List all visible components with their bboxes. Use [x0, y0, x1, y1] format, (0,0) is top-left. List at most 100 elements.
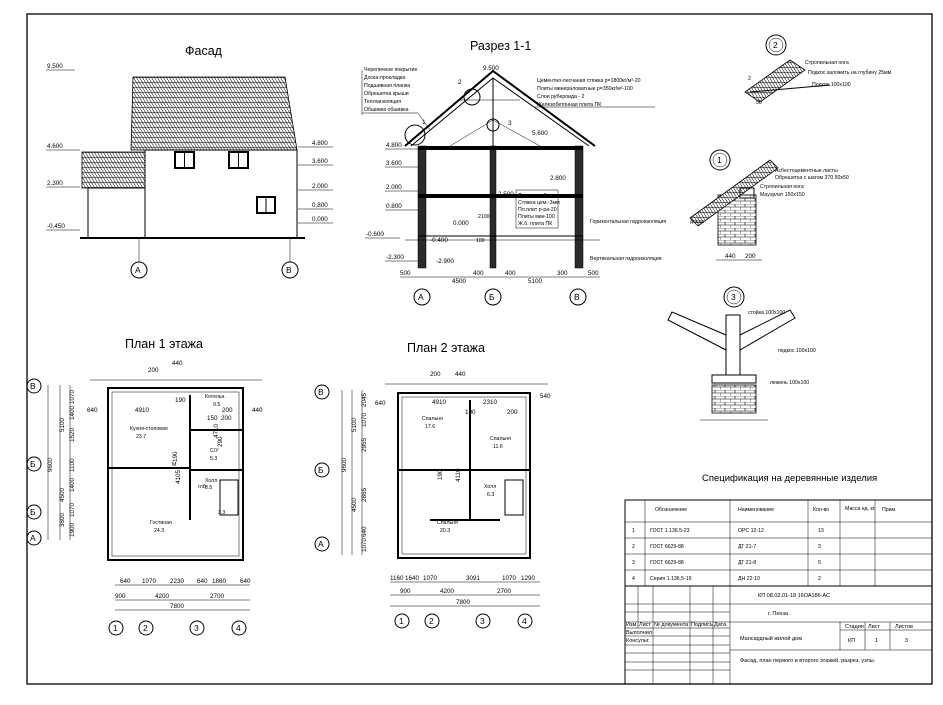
axis-label: Б — [489, 292, 495, 302]
svg-text:11.6: 11.6 — [493, 444, 503, 450]
dimension-label: 400 — [505, 270, 516, 277]
spec-row: 1 ГОСТ 1.136.5-23 ОРС 12-12 13 — [632, 528, 824, 534]
axis-marker — [138, 620, 154, 636]
dimension-label: 4500 — [452, 278, 467, 285]
axis-marker — [569, 288, 587, 306]
level-mark: 4.800 — [386, 142, 402, 149]
facade-wall — [144, 149, 298, 239]
svg-text:Железобетонная плита ПК: Железобетонная плита ПК — [537, 102, 601, 108]
svg-text:Холл: Холл — [484, 484, 496, 490]
svg-text:А: А — [318, 539, 324, 549]
svg-text:640: 640 — [361, 526, 368, 537]
stamp-city: г. Пенза — [768, 611, 789, 617]
svg-text:23.7: 23.7 — [136, 434, 146, 440]
svg-text:440: 440 — [252, 407, 263, 414]
svg-text:1: 1 — [717, 155, 722, 165]
svg-text:Гостиная: Гостиная — [150, 520, 172, 526]
svg-text:Листов: Листов — [895, 624, 913, 630]
svg-text:640: 640 — [197, 578, 208, 585]
axis-marker — [394, 613, 410, 629]
svg-text:Б: Б — [30, 459, 36, 469]
svg-text:Кухня-столовая: Кухня-столовая — [130, 426, 168, 432]
dimension-label: 300 — [557, 270, 568, 277]
svg-text:Б: Б — [318, 465, 324, 475]
axis-label: В — [286, 265, 292, 275]
svg-text:Прим.: Прим. — [882, 507, 897, 513]
svg-text:1860: 1860 — [212, 578, 227, 585]
svg-text:640: 640 — [87, 407, 98, 414]
svg-text:ГОСТ 1.136.5-23: ГОСТ 1.136.5-23 — [650, 528, 690, 534]
svg-text:2045: 2045 — [361, 392, 368, 407]
svg-text:1: 1 — [113, 623, 118, 633]
section-notes-right: Цементно-песчаная стяжка р=1800кг/м³-20 … — [535, 78, 655, 108]
svg-text:ДГ 21-8: ДГ 21-8 — [738, 560, 756, 566]
facade-title: Фасад — [185, 44, 223, 58]
svg-text:3: 3 — [905, 638, 908, 644]
svg-text:Стадия: Стадия — [845, 624, 864, 630]
svg-text:2: 2 — [632, 544, 635, 550]
svg-text:4500: 4500 — [351, 497, 358, 512]
svg-text:4: 4 — [236, 623, 241, 633]
svg-text:200: 200 — [148, 367, 159, 374]
svg-text:доска: доска — [690, 219, 704, 225]
plan-1-drawing: План 1 этажа Котельн. 9.5 Кухня-столовая… — [26, 337, 263, 636]
svg-text:2230: 2230 — [170, 578, 185, 585]
svg-text:Котельн.: Котельн. — [205, 394, 226, 400]
svg-text:190: 190 — [437, 469, 444, 480]
level-mark: 2.000 — [386, 184, 402, 191]
axis-marker — [314, 384, 330, 400]
svg-text:540: 540 — [540, 393, 551, 400]
svg-text:3: 3 — [480, 616, 485, 626]
axis-marker — [26, 530, 42, 546]
svg-text:200: 200 — [507, 409, 518, 416]
svg-text:24.3: 24.3 — [154, 528, 164, 534]
level-mark: 3.600 — [312, 158, 328, 165]
svg-text:2865: 2865 — [361, 487, 368, 502]
section-label: Горизонтальная гидроизоляция — [590, 219, 666, 225]
svg-text:Спальня: Спальня — [437, 520, 458, 526]
axis-label: В — [574, 292, 580, 302]
facade-window — [174, 151, 195, 169]
svg-text:2: 2 — [143, 623, 148, 633]
svg-text:3600: 3600 — [59, 512, 66, 527]
svg-text:Масса ед. кг.: Масса ед. кг. — [845, 506, 875, 512]
svg-text:2: 2 — [748, 76, 751, 82]
spec-row: 3 ГОСТ 6629-88 ДГ 21-8 5 — [632, 560, 821, 566]
level-mark: 0.000 — [453, 220, 469, 227]
stamp-object: Мансардный жилой дом — [740, 635, 802, 642]
svg-text:2310: 2310 — [483, 399, 498, 406]
svg-text:1070: 1070 — [361, 412, 368, 427]
section-drawing: Разрез 1-1 1 2 3 Черепичное покрытие Дос… — [361, 39, 666, 306]
svg-text:В: В — [30, 381, 36, 391]
svg-text:1: 1 — [399, 616, 404, 626]
svg-text:1640: 1640 — [405, 575, 420, 582]
svg-text:Консульт.: Консульт. — [626, 638, 650, 644]
section-label: Вертикальная гидроизоляция — [590, 256, 662, 262]
svg-text:200: 200 — [430, 371, 441, 378]
spec-row: 4 Серия 1.136.5-19 ДН 22-10 2 — [632, 576, 821, 582]
axis-marker — [26, 504, 42, 520]
axis-marker — [413, 288, 431, 306]
svg-text:1400: 1400 — [69, 477, 76, 492]
axis-marker — [26, 378, 42, 394]
svg-text:№ документа: № документа — [654, 622, 689, 628]
svg-text:7800: 7800 — [456, 599, 471, 606]
svg-text:4110: 4110 — [455, 468, 462, 482]
svg-text:Стропильная нога: Стропильная нога — [760, 184, 804, 190]
svg-text:Плиты минераловатные р=350кг/м: Плиты минераловатные р=350кг/м³-100 — [537, 86, 633, 92]
svg-text:2: 2 — [818, 576, 821, 582]
svg-text:1: 1 — [875, 638, 878, 644]
axis-marker — [130, 261, 148, 279]
svg-text:440: 440 — [725, 253, 736, 260]
svg-text:1290: 1290 — [521, 575, 536, 582]
svg-text:7800: 7800 — [170, 603, 185, 610]
svg-text:Кол-во: Кол-во — [813, 507, 829, 513]
plan-1-title: План 1 этажа — [125, 337, 203, 351]
axis-marker — [108, 620, 124, 636]
svg-text:5: 5 — [818, 560, 821, 566]
svg-text:150: 150 — [207, 415, 218, 422]
svg-text:1070: 1070 — [423, 575, 438, 582]
svg-text:Пл.плит р-ра-20: Пл.плит р-ра-20 — [518, 207, 557, 213]
plan-2-title: План 2 этажа — [407, 341, 485, 355]
